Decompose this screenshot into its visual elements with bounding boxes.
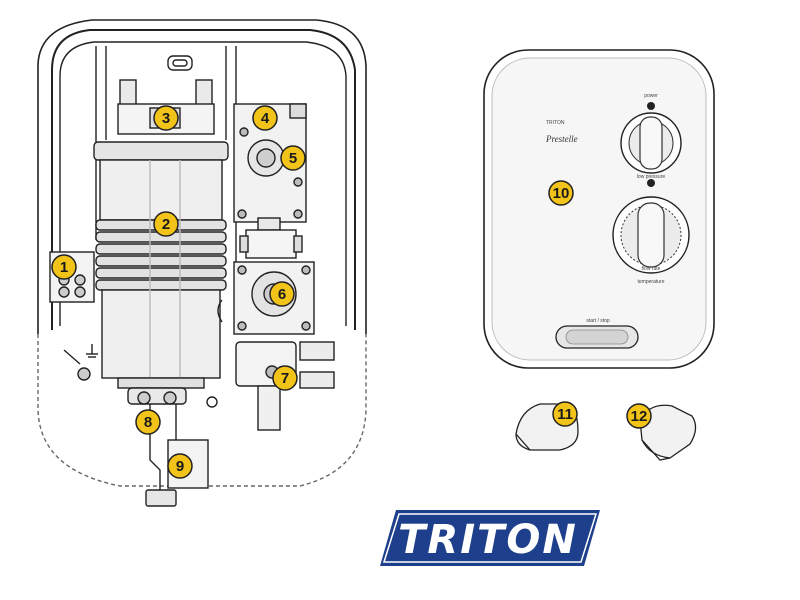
power-indicator-icon	[647, 102, 655, 110]
part-marker-12: 12	[626, 403, 652, 429]
start-stop-label: start / stop	[586, 318, 610, 324]
part-marker-label: 2	[162, 216, 170, 233]
temperature-dial[interactable]	[612, 196, 690, 274]
part-marker-10: 10	[548, 180, 574, 206]
part-marker-circle	[548, 180, 574, 206]
power-label: power	[644, 93, 658, 99]
part-marker-circle	[280, 145, 306, 171]
part-marker-label: 1	[60, 259, 68, 276]
cover-brand-text: TRITON	[546, 120, 565, 126]
part-marker-label: 5	[289, 150, 297, 167]
part-marker-6: 6	[269, 281, 295, 307]
flow-rate-label: flow rate	[642, 266, 661, 272]
start-stop-button[interactable]	[555, 325, 639, 349]
part-marker-circle	[167, 453, 193, 479]
part-marker-circle	[626, 403, 652, 429]
part-marker-2: 2	[153, 211, 179, 237]
part-marker-circle	[252, 105, 278, 131]
part-marker-circle	[272, 365, 298, 391]
part-marker-1: 1	[51, 254, 77, 280]
part-marker-11: 11	[552, 401, 578, 427]
logo-text: TRITON	[398, 517, 578, 563]
part-marker-label: 6	[278, 286, 286, 303]
front-cover: TRITON Prestelle power low pressure flow…	[483, 49, 715, 369]
part-marker-circle	[269, 281, 295, 307]
end-cap-right	[639, 404, 697, 461]
part-marker-9: 9	[167, 453, 193, 479]
part-marker-label: 3	[162, 110, 170, 127]
triton-logo: TRITON	[380, 510, 600, 566]
part-marker-circle	[153, 105, 179, 131]
temperature-label: temperature	[638, 279, 665, 285]
low-pressure-label: low pressure	[637, 174, 666, 180]
part-marker-circle	[135, 409, 161, 435]
part-marker-circle	[153, 211, 179, 237]
part-marker-label: 11	[557, 406, 573, 423]
low-pressure-indicator-icon	[647, 179, 655, 187]
shower-internals	[37, 19, 367, 507]
part-marker-label: 9	[176, 458, 184, 475]
power-dial[interactable]	[620, 112, 682, 174]
part-marker-label: 7	[281, 370, 289, 387]
part-marker-circle	[552, 401, 578, 427]
part-marker-label: 8	[144, 414, 152, 431]
part-marker-8: 8	[135, 409, 161, 435]
part-marker-4: 4	[252, 105, 278, 131]
part-marker-7: 7	[272, 365, 298, 391]
cover-model-text: Prestelle	[545, 134, 578, 144]
part-marker-label: 12	[631, 408, 648, 425]
part-marker-5: 5	[280, 145, 306, 171]
part-marker-label: 4	[261, 110, 270, 127]
part-marker-3: 3	[153, 105, 179, 131]
part-marker-circle	[51, 254, 77, 280]
part-marker-label: 10	[553, 185, 570, 202]
